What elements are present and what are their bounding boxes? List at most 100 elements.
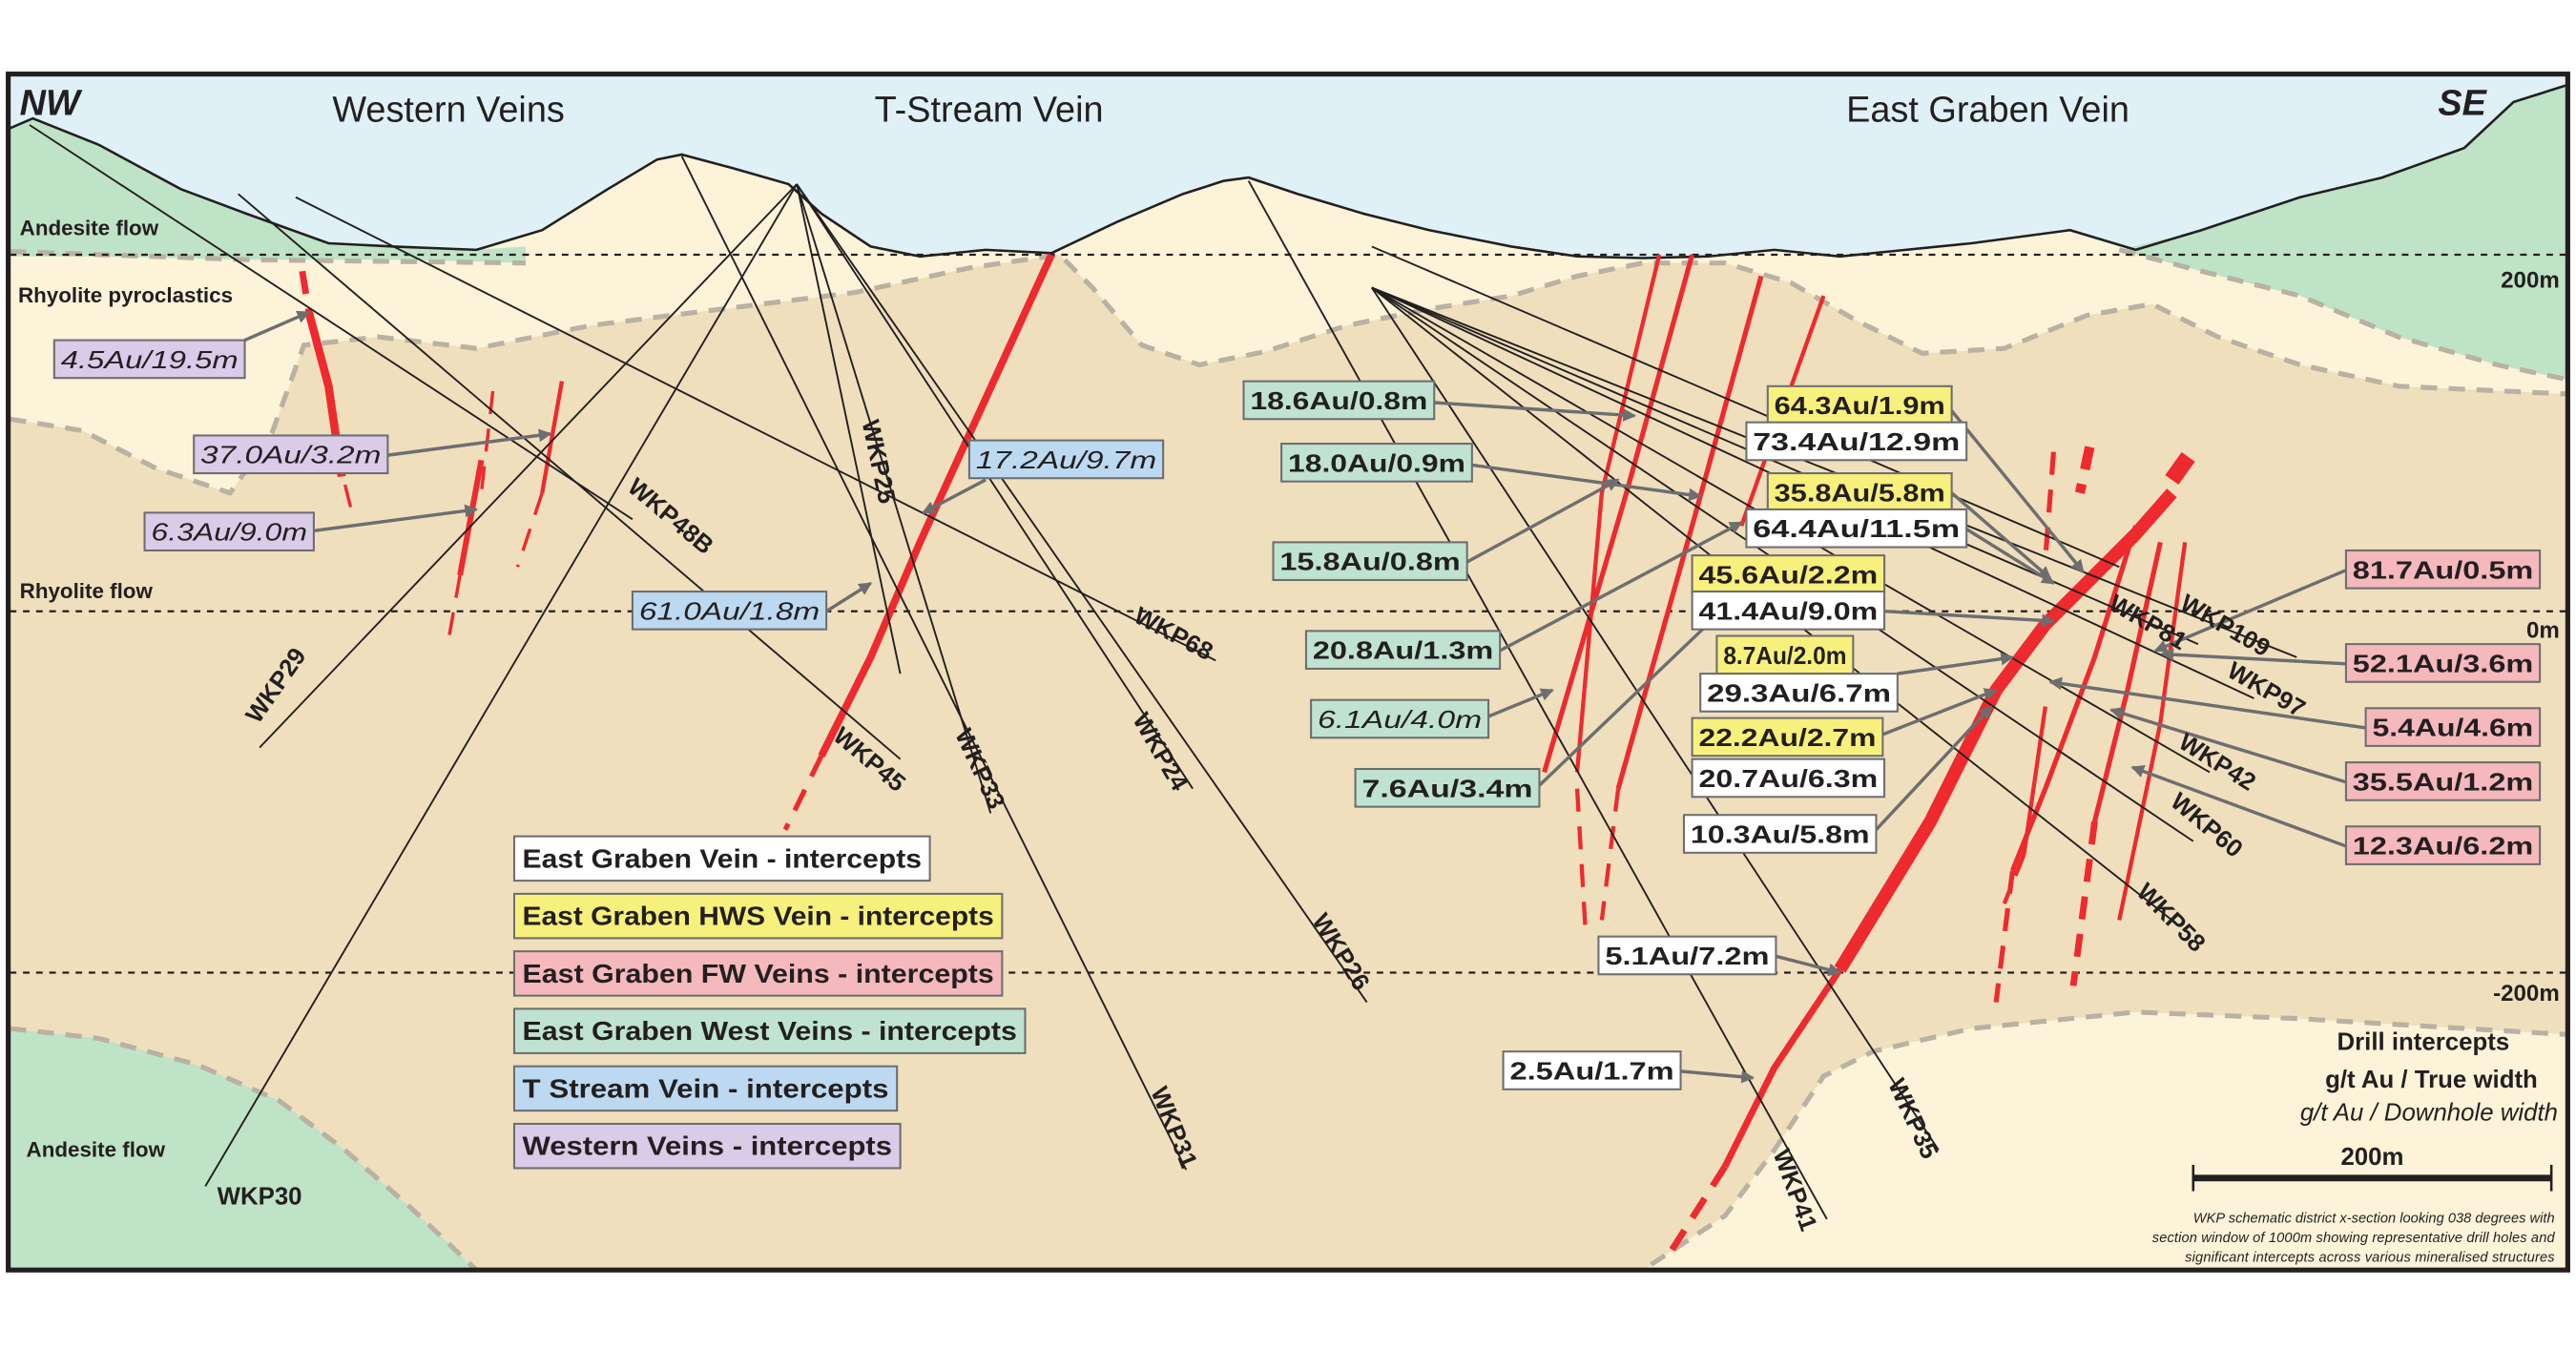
intercept-box: [193, 434, 389, 475]
intercept-box: [1242, 380, 1436, 421]
drill-hole-trace: [1247, 180, 1828, 1220]
intercept-arrow: [825, 581, 873, 613]
intercept-arrow: [1775, 954, 1842, 977]
legend-label: East Graben HWS Vein - intercepts: [523, 902, 994, 931]
intercept-label-east-graben: 64.4Au/11.5m: [1745, 508, 1968, 549]
intercept-value: 6.3Au/9.0m: [151, 520, 307, 547]
intercept-label-tstream: 61.0Au/1.8m: [631, 591, 828, 631]
intercept-arrow: [1434, 401, 1637, 422]
vein-trace: [2002, 853, 2026, 905]
intercept-arrow: [2048, 676, 2366, 730]
intercept-arrow: [387, 428, 552, 457]
vein-trace: [457, 459, 485, 576]
drill-hole-trace: [238, 193, 902, 760]
vein-trace: [2091, 541, 2163, 822]
intercept-value: 81.7Au/0.5m: [2353, 557, 2533, 584]
drill-hole-label: WKP30: [218, 1183, 302, 1210]
elevation-label-200m: 200m: [2501, 267, 2560, 293]
note-line-1: WKP schematic district x-section looking…: [2193, 1211, 2555, 1226]
legend-swatch: [512, 950, 1004, 997]
intercept-box: [1691, 758, 1886, 799]
key-true-width: g/t Au / True width: [2325, 1067, 2538, 1093]
intercept-arrow: [2153, 569, 2347, 653]
intercept-value: 20.8Au/1.3m: [1313, 638, 1493, 665]
drill-hole-trace: [1371, 286, 2199, 646]
intercept-box: [1272, 541, 1468, 582]
note-line-2: section window of 1000m showing represen…: [2152, 1231, 2556, 1246]
intercept-label-east-graben-west: 18.0Au/0.9m: [1280, 443, 1473, 483]
elevation-lines: [10, 253, 2566, 974]
intercept-label-east-graben: 10.3Au/5.8m: [1682, 814, 1878, 854]
intercept-value: 10.3Au/5.8m: [1691, 821, 1870, 848]
topographic-surface: [10, 84, 2566, 259]
elevation-label-0m: 0m: [2526, 617, 2560, 643]
vein-trace: [818, 253, 1055, 758]
intercept-box: [1280, 443, 1473, 483]
intercept-label-hws: 8.7Au/2.0m: [1715, 634, 1855, 675]
andesite-flow-top-right: [2119, 85, 2566, 380]
intercept-value: 52.1Au/3.6m: [2353, 651, 2533, 677]
vein-trace: [1834, 488, 2177, 973]
intercept-value: 12.3Au/6.2m: [2353, 834, 2533, 861]
intercept-value: 15.8Au/0.8m: [1279, 550, 1460, 576]
drill-hole-trace: [204, 183, 798, 1187]
intercept-arrow: [1487, 688, 1554, 718]
intercept-value: 17.2Au/9.7m: [976, 447, 1156, 474]
intercept-label-east-graben-west: 7.6Au/3.4m: [1354, 767, 1541, 808]
intercept-label-fw: 5.4Au/4.6m: [2364, 707, 2542, 747]
intercept-label-east-graben: 2.5Au/1.7m: [1502, 1050, 1682, 1090]
drill-hole-trace: [796, 183, 1194, 790]
intercept-box: [1597, 935, 1777, 976]
intercept-label-fw: 81.7Au/0.5m: [2344, 549, 2542, 590]
intercept-label-fw: 12.3Au/6.2m: [2344, 825, 2542, 865]
intercept-label-hws: 35.8Au/5.8m: [1766, 472, 1953, 512]
heading-east-graben-vein: East Graben Vein: [1846, 91, 2129, 131]
vein-trace: [1542, 254, 1695, 774]
intercept-value: 5.4Au/4.6m: [2372, 716, 2533, 742]
andesite-flow-bottom-left: [10, 1028, 475, 1269]
legend-item: East Graben West Veins - intercepts: [512, 1007, 1027, 1054]
heading-western-veins: Western Veins: [332, 91, 565, 131]
vein-trace: [1664, 1164, 1728, 1259]
intercept-value: 2.5Au/1.7m: [1509, 1058, 1673, 1085]
direction-se: SE: [2438, 84, 2487, 124]
legend-swatch: [512, 892, 1004, 940]
vein-trace: [2022, 706, 2047, 855]
intercept-arrow: [1538, 603, 1730, 787]
legend-swatch: [512, 835, 931, 882]
drill-hole-trace: [796, 183, 902, 674]
intercept-value: 7.6Au/3.4m: [1361, 776, 1532, 802]
scale-label: 200m: [2340, 1144, 2403, 1171]
rock-label-rhyolite-flow: Rhyolite flow: [20, 579, 154, 603]
intercept-value: 22.2Au/2.7m: [1698, 725, 1876, 752]
intercept-label-tstream: 17.2Au/9.7m: [967, 439, 1165, 480]
scale-bar: [2192, 1164, 2553, 1192]
elevation-label-minus-200m: -200m: [2493, 981, 2560, 1007]
vein-trace: [2117, 542, 2188, 921]
rock-label-andesite-bottom: Andesite flow: [27, 1137, 166, 1161]
intercept-value: 45.6Au/2.2m: [1698, 562, 1878, 589]
intercept-box: [1502, 1050, 1682, 1090]
intercept-labels: 4.5Au/19.5m37.0Au/3.2m6.3Au/9.0m17.2Au/9…: [52, 339, 2542, 1090]
intercept-value: 5.1Au/7.2m: [1605, 944, 1769, 970]
intercept-arrow: [1499, 521, 1743, 653]
drill-hole-trace: [295, 196, 1216, 662]
intercept-box: [1691, 591, 1886, 631]
intercept-value: 18.6Au/0.8m: [1250, 388, 1427, 415]
vein-trace: [343, 484, 355, 518]
intercept-box: [143, 511, 315, 552]
legend-item: Western Veins - intercepts: [512, 1122, 902, 1170]
intercept-box: [1691, 716, 1884, 758]
intercept-label-east-graben-west: 20.8Au/1.3m: [1304, 630, 1502, 671]
rock-label-andesite-top: Andesite flow: [20, 216, 159, 239]
intercept-label-east-graben: 5.1Au/7.2m: [1597, 935, 1777, 976]
vein-trace: [2074, 446, 2095, 494]
intercept-arrow: [1950, 409, 2085, 573]
intercept-box: [1310, 698, 1490, 739]
legend-item: East Graben FW Veins - intercepts: [512, 950, 1004, 997]
intercept-label-hws: 22.2Au/2.7m: [1691, 716, 1884, 758]
intercept-arrow: [2109, 706, 2347, 784]
vein-trace: [1599, 788, 1621, 921]
vein-trace: [1574, 254, 1662, 773]
